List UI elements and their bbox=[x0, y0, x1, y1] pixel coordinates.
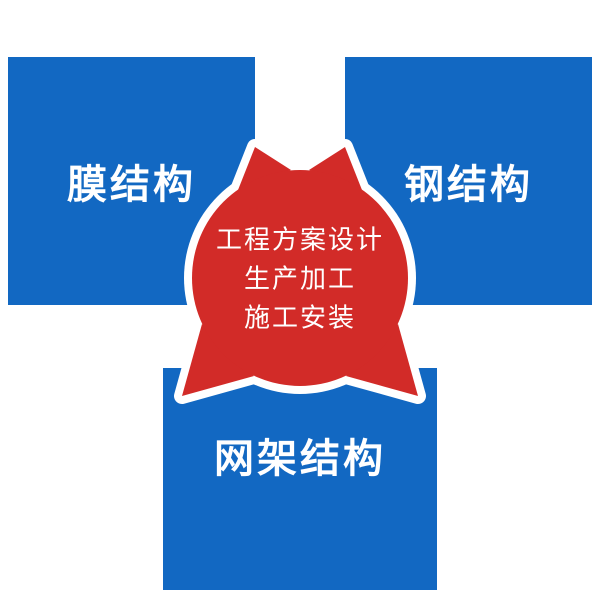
box-grid-label: 网架结构 bbox=[214, 437, 386, 481]
badge-line-design: 工程方案设计 bbox=[215, 224, 385, 255]
badge-line-production: 生产加工 bbox=[243, 263, 357, 294]
badge-line-installation: 施工安装 bbox=[243, 302, 357, 333]
box-membrane-label: 膜结构 bbox=[67, 163, 196, 207]
box-grid-structure: 网架结构 bbox=[163, 368, 437, 590]
box-steel-label: 钢结构 bbox=[404, 163, 533, 207]
badge-text-block: 工程方案设计 生产加工 施工安装 bbox=[216, 221, 384, 338]
